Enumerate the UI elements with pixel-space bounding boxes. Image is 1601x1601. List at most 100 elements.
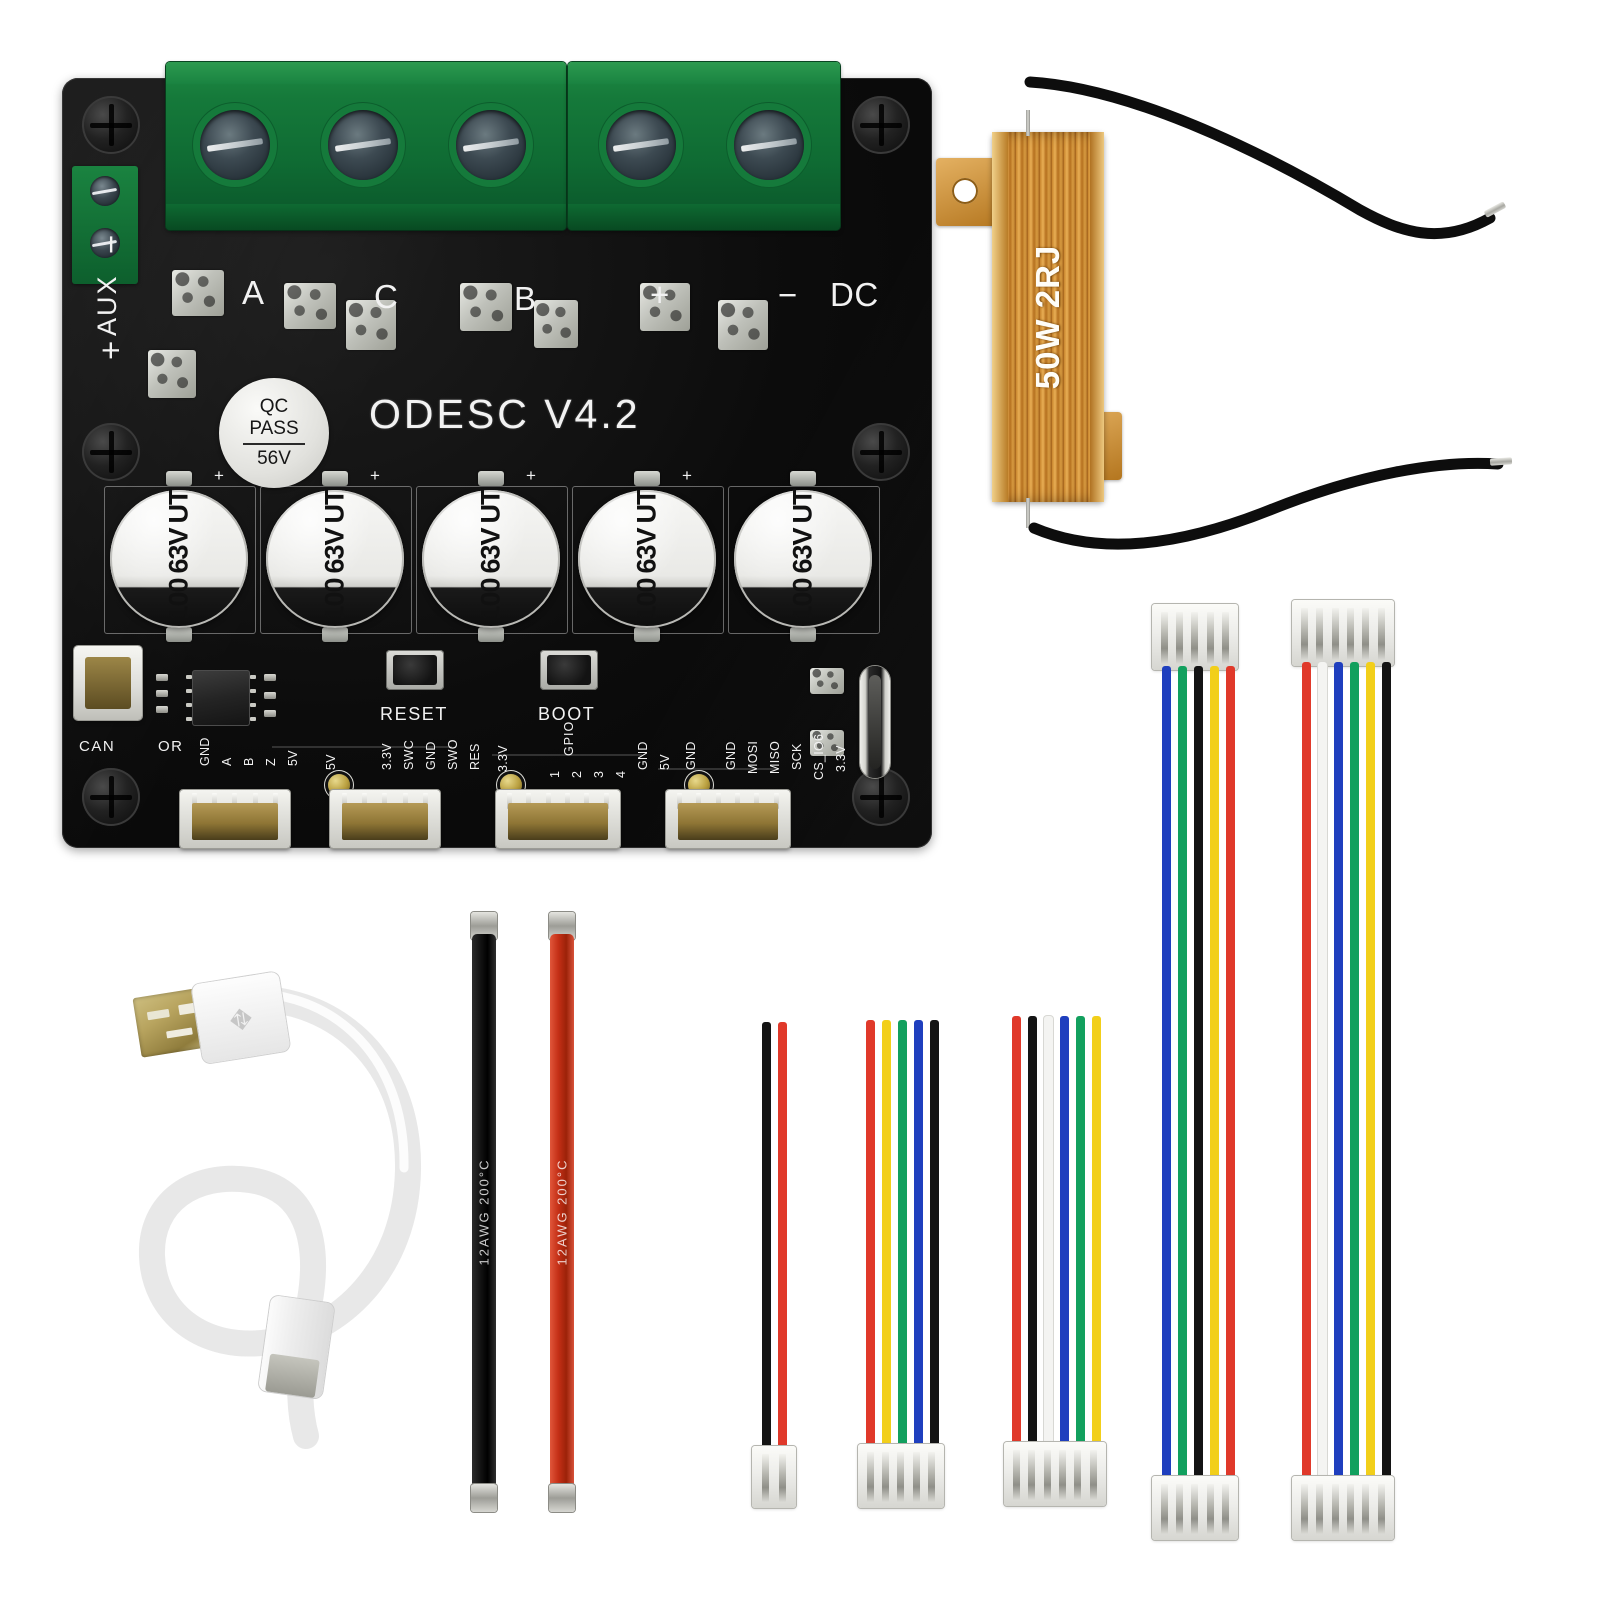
cap-capacitance: 100	[787, 578, 818, 621]
jst-crimp-terminals	[863, 1452, 939, 1502]
qc-line-3: 56V	[257, 447, 291, 469]
solder-pad-aux	[148, 350, 196, 398]
cap-series: UT	[319, 489, 350, 524]
harness-wire	[1076, 1016, 1085, 1448]
qc-line-1: QC	[259, 396, 289, 418]
gpio-connector[interactable]	[496, 790, 620, 848]
jst-connector-housing[interactable]	[1152, 604, 1238, 670]
pin-label-encoder-a: A	[220, 757, 234, 766]
jst-connector-housing[interactable]	[1292, 1476, 1394, 1540]
mounting-screw-top-left	[82, 96, 140, 154]
aux-screw-plus[interactable]	[90, 176, 120, 206]
cap-gloss	[422, 490, 560, 628]
ic-legs-left	[186, 670, 192, 726]
cap-clip-top-1	[166, 471, 192, 486]
usb-logo-icon: ⛖	[226, 1001, 256, 1039]
aux-terminal-block[interactable]	[72, 166, 138, 284]
mounting-screw-mid-right	[852, 423, 910, 481]
terminal-screw-b[interactable]	[456, 110, 526, 180]
terminal-label-b: B	[514, 280, 537, 317]
jst-connector-housing[interactable]	[752, 1446, 796, 1508]
gpio-connector-slot	[508, 803, 608, 840]
terminal-screw-a[interactable]	[200, 110, 270, 180]
harness-wire	[1318, 662, 1327, 1504]
can-connector-slot	[85, 657, 131, 709]
terminal-screw-c[interactable]	[328, 110, 398, 180]
wire-insulation: 12AWG 200°C	[472, 934, 496, 1490]
encoder-connector[interactable]	[180, 790, 290, 848]
pin-label-swd-swo: SWO	[446, 739, 460, 770]
terminal-label-dc: DC	[830, 276, 879, 313]
terminal-screw-dc-minus[interactable]	[734, 110, 804, 180]
harness-wire	[1092, 1016, 1101, 1448]
cap-clip-bot-5	[790, 627, 816, 642]
usb-c-port[interactable]	[860, 666, 890, 778]
spi-connector-pins	[666, 793, 790, 811]
spi-connector[interactable]	[666, 790, 790, 848]
smd-resistor	[264, 710, 276, 717]
terminal-label-c: C	[374, 278, 399, 315]
jst-connector-housing[interactable]	[1004, 1442, 1106, 1506]
wire-ferrule-bottom	[471, 1484, 497, 1512]
reset-button[interactable]	[386, 650, 444, 690]
smd-resistor	[156, 690, 168, 697]
cap-gloss	[266, 490, 404, 628]
jst-crimp-terminals	[1157, 612, 1233, 664]
pin-label-gpio-3: 3	[592, 770, 606, 778]
smd-resistor	[156, 706, 168, 713]
pin-label-spi-mosi: MOSI	[746, 740, 760, 774]
cap-marking: 100 63V UT	[632, 489, 663, 620]
cap-polarity-4: +	[682, 466, 693, 485]
usb-a-plug[interactable]: ⛖	[132, 969, 299, 1111]
harness-wire	[1382, 662, 1391, 1504]
cap-series: UT	[163, 489, 194, 524]
harness-wire	[1210, 666, 1219, 1504]
reset-button-cap[interactable]	[393, 655, 437, 685]
pin-label-spi-miso: MISO	[768, 740, 782, 774]
jst-cable-6pin-short	[1004, 1016, 1106, 1512]
aux-plus-label: +	[92, 340, 129, 360]
harness-wire	[1194, 666, 1203, 1504]
terminal-screw-dc-plus[interactable]	[606, 110, 676, 180]
motor-terminal-block[interactable]	[166, 62, 566, 230]
jst-crimp-terminals	[1297, 608, 1389, 660]
cap-series: UT	[475, 489, 506, 524]
electrolytic-capacitor: 100 63V UT	[422, 489, 560, 628]
pin-label-spi-gnd: GND	[724, 741, 738, 770]
pin-label-spi-sck: SCK	[790, 743, 804, 770]
swd-connector[interactable]	[330, 790, 440, 848]
solder-pad-6	[640, 283, 690, 331]
dc-terminal-block[interactable]	[568, 62, 840, 230]
terminal-label-dc-minus: −	[778, 276, 798, 313]
jst-cable-5pin-long	[1152, 604, 1238, 1540]
wire-marking: 12AWG 200°C	[476, 1158, 492, 1266]
reset-label: RESET	[380, 704, 449, 724]
jst-connector-housing[interactable]	[858, 1444, 944, 1508]
terminal-foot-motor	[166, 204, 566, 230]
harness-wire	[1028, 1016, 1037, 1448]
terminal-lip-dc	[568, 62, 840, 84]
mounting-screw-top-right	[852, 96, 910, 154]
boot-button-cap[interactable]	[547, 655, 591, 685]
jst-cable-5pin-short	[858, 1020, 944, 1512]
jst-connector-housing[interactable]	[1292, 600, 1394, 666]
aux-screw-minus[interactable]	[90, 228, 120, 258]
pin-label-encoder-5v: 5V	[286, 750, 300, 766]
via-label-5v: 5V	[324, 754, 338, 770]
boot-button[interactable]	[540, 650, 598, 690]
qc-divider	[243, 443, 305, 445]
cap-series: UT	[787, 489, 818, 524]
resistor-pin-bottom	[1026, 498, 1030, 528]
cap-voltage: 63V	[475, 528, 506, 574]
cap-series: UT	[631, 489, 662, 524]
solder-pad-1	[172, 270, 224, 316]
pin-label-encoder-gnd: GND	[198, 737, 212, 766]
resistor-body: 50W 2RJ	[992, 132, 1104, 502]
cap-capacitance: 100	[475, 578, 506, 621]
harness-wire	[898, 1020, 907, 1450]
qc-pass-sticker: QC PASS 56V	[219, 378, 329, 488]
jst-connector-housing[interactable]	[1152, 1476, 1238, 1540]
resistor-lead-bottom	[1028, 457, 1504, 550]
harness-wire	[1350, 662, 1359, 1504]
can-connector[interactable]	[74, 646, 142, 720]
